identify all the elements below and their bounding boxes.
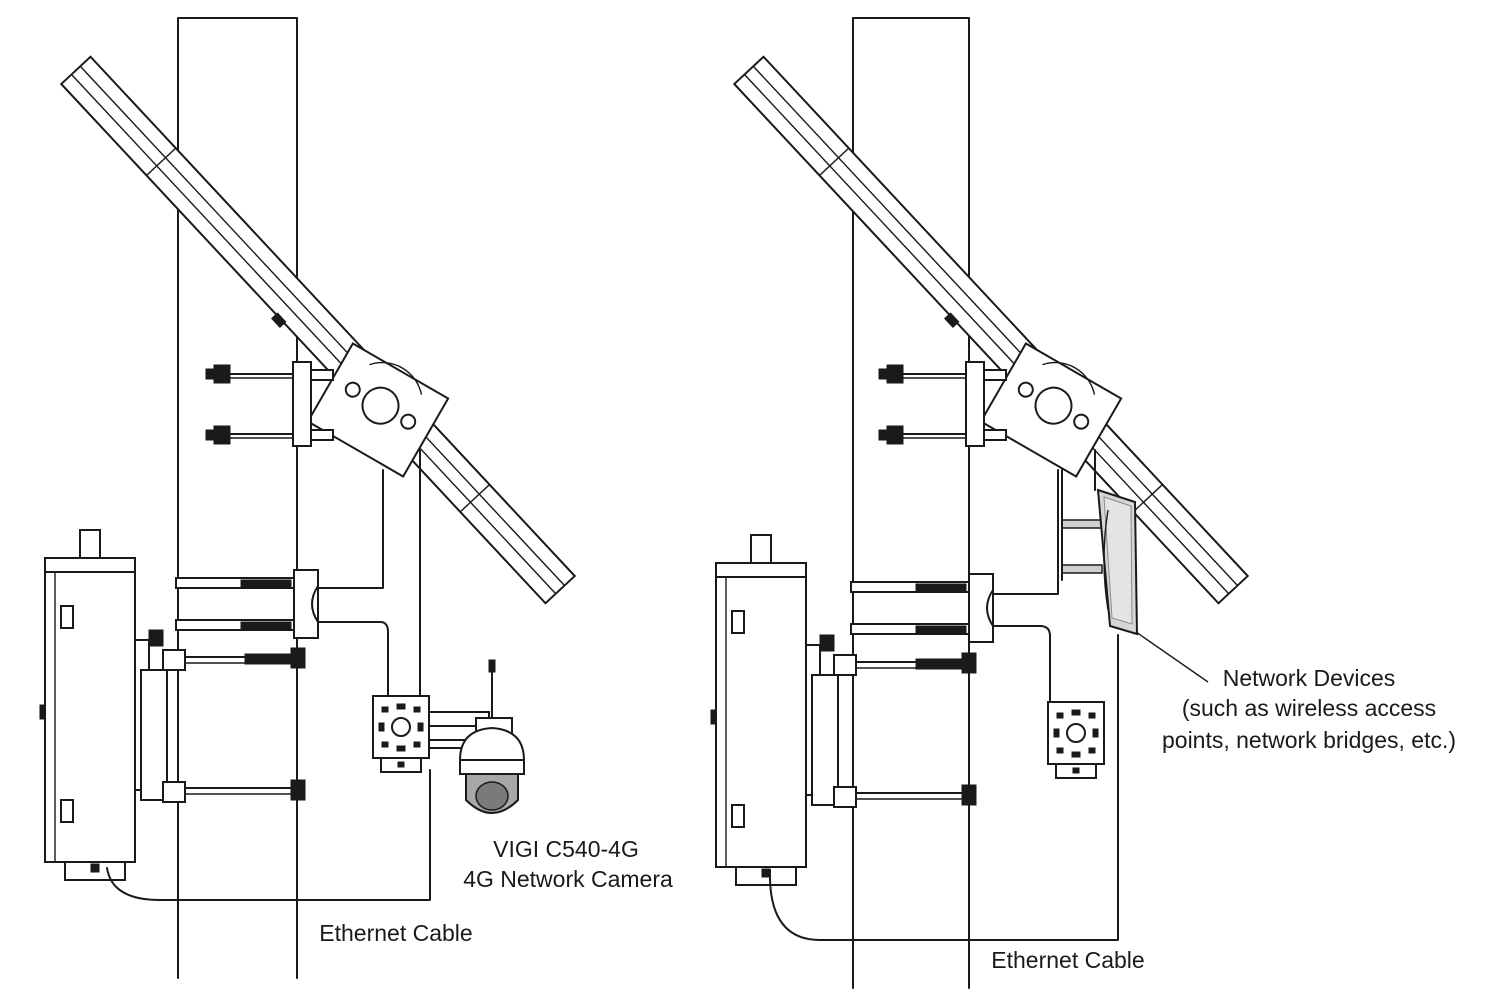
network-devices-label: Network Devices <box>1223 665 1396 691</box>
left-pole-band <box>175 569 319 639</box>
right-diagram: Network Devices (such as wireless access… <box>710 17 1456 989</box>
right-junction-box <box>1047 701 1105 779</box>
left-junction-box <box>372 695 490 773</box>
network-devices-example-line2: points, network bridges, etc.) <box>1162 727 1456 753</box>
network-devices-example-line1: (such as wireless access <box>1182 695 1436 721</box>
right-solar-panel <box>728 55 1249 609</box>
right-pole-band <box>850 573 994 643</box>
camera-type-label: 4G Network Camera <box>463 866 673 892</box>
left-solar-panel <box>55 55 576 609</box>
camera-model-label: VIGI C540-4G <box>493 836 639 862</box>
left-diagram: VIGI C540-4G 4G Network Camera Ethernet … <box>39 17 673 979</box>
right-wiring <box>769 449 1119 941</box>
network-device-icon <box>1061 469 1209 683</box>
left-ethernet-cable-label: Ethernet Cable <box>319 920 472 946</box>
right-ethernet-cable-label: Ethernet Cable <box>991 947 1144 973</box>
left-wiring <box>106 449 431 901</box>
ptz-camera-icon <box>458 659 526 814</box>
